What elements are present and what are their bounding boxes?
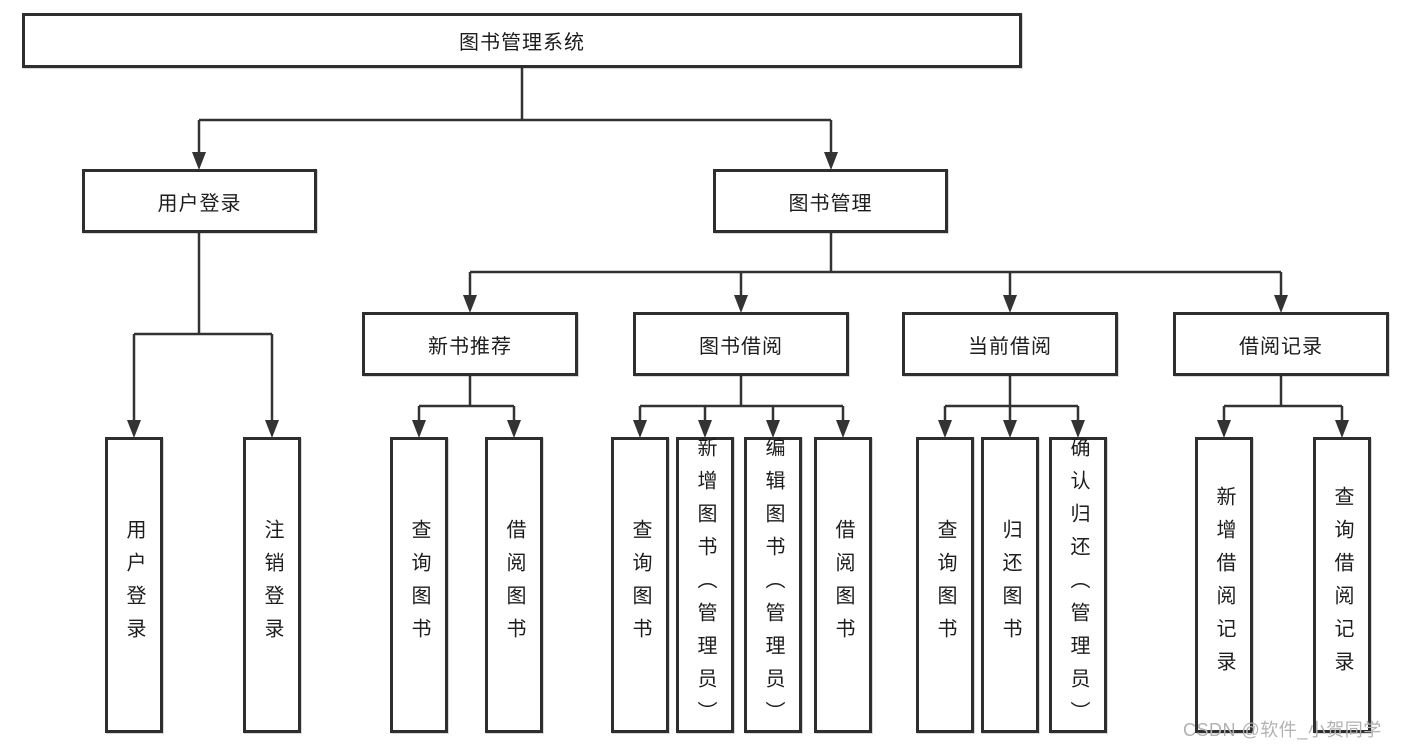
leaf-edit-books-admin: 编辑图书（管理员） bbox=[744, 436, 802, 734]
leaf-recommend-borrow-books-label: 借阅图书 bbox=[503, 519, 525, 651]
leaf-edit-books-admin-label: 编辑图书（管理员） bbox=[762, 436, 784, 734]
node-current-borrow-label: 当前借阅 bbox=[968, 335, 1052, 358]
leaf-add-books-admin: 新增图书（管理员） bbox=[676, 436, 734, 734]
leaf-query-borrow-record: 查询借阅记录 bbox=[1313, 437, 1371, 733]
leaf-add-books-admin-label: 新增图书（管理员） bbox=[694, 436, 716, 734]
node-book-borrow-label: 图书借阅 bbox=[699, 335, 783, 358]
leaf-borrow-books: 借阅图书 bbox=[814, 437, 872, 733]
csdn-watermark: CSDN @软件_小贺同学 bbox=[1183, 720, 1382, 740]
leaf-current-query-books: 查询图书 bbox=[916, 437, 974, 733]
node-user-login-label: 用户登录 bbox=[157, 192, 242, 215]
node-book-management-label: 图书管理 bbox=[788, 192, 873, 215]
node-new-book-recommend-label: 新书推荐 bbox=[428, 335, 512, 358]
node-book-management: 图书管理 bbox=[713, 169, 948, 233]
leaf-user-login-label: 用户登录 bbox=[123, 519, 145, 651]
node-root: 图书管理系统 bbox=[22, 13, 1022, 68]
node-borrow-records: 借阅记录 bbox=[1173, 312, 1389, 376]
leaf-recommend-borrow-books: 借阅图书 bbox=[485, 437, 543, 733]
leaf-recommend-query-books: 查询图书 bbox=[390, 437, 448, 733]
leaf-borrow-books-label: 借阅图书 bbox=[832, 519, 854, 651]
leaf-current-query-books-label: 查询图书 bbox=[934, 519, 956, 651]
leaf-return-books: 归还图书 bbox=[981, 437, 1039, 733]
node-borrow-records-label: 借阅记录 bbox=[1239, 335, 1323, 358]
leaf-confirm-return-admin: 确认归还（管理员） bbox=[1049, 436, 1107, 734]
leaf-user-login: 用户登录 bbox=[105, 437, 163, 733]
node-book-borrow: 图书借阅 bbox=[633, 312, 849, 376]
leaf-borrow-query-books: 查询图书 bbox=[611, 437, 669, 733]
leaf-borrow-query-books-label: 查询图书 bbox=[629, 519, 651, 651]
leaf-recommend-query-books-label: 查询图书 bbox=[408, 519, 430, 651]
node-root-label: 图书管理系统 bbox=[459, 32, 585, 54]
leaf-logout: 注销登录 bbox=[243, 437, 301, 733]
leaf-add-borrow-record: 新增借阅记录 bbox=[1195, 437, 1253, 733]
leaf-logout-label: 注销登录 bbox=[261, 519, 283, 651]
node-current-borrow: 当前借阅 bbox=[902, 312, 1118, 376]
node-new-book-recommend: 新书推荐 bbox=[362, 312, 578, 376]
leaf-add-borrow-record-label: 新增借阅记录 bbox=[1213, 486, 1235, 684]
node-user-login: 用户登录 bbox=[82, 169, 317, 233]
leaf-return-books-label: 归还图书 bbox=[999, 519, 1021, 651]
leaf-confirm-return-admin-label: 确认归还（管理员） bbox=[1067, 436, 1089, 734]
leaf-query-borrow-record-label: 查询借阅记录 bbox=[1331, 486, 1353, 684]
